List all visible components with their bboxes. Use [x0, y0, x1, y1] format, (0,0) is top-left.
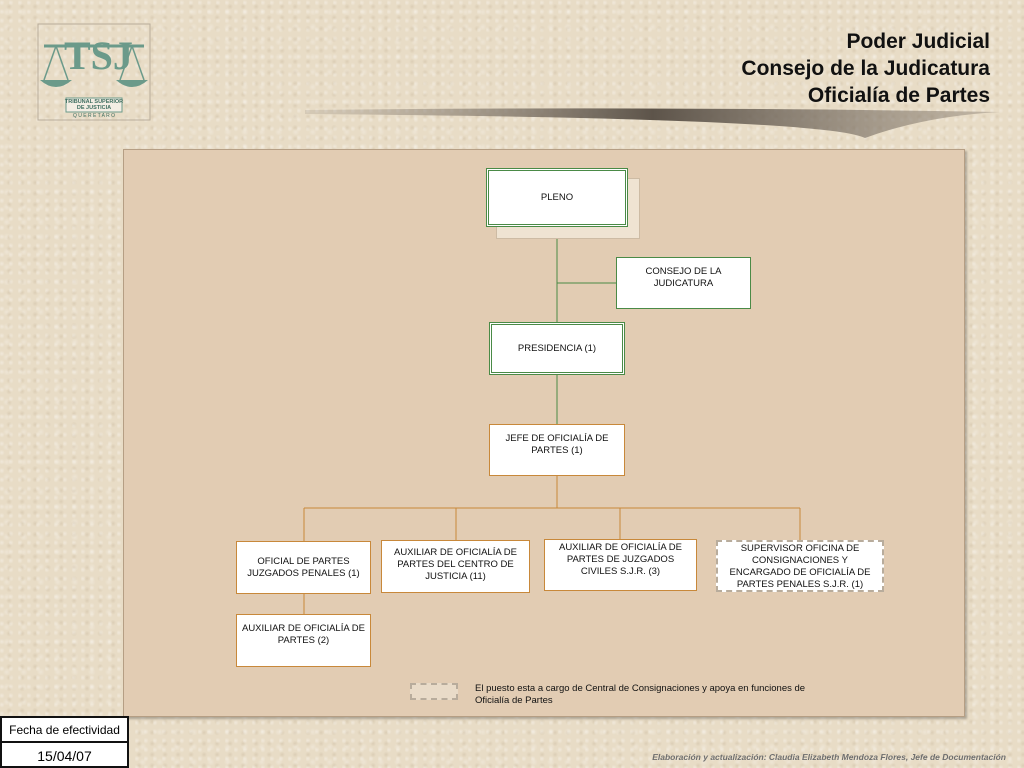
org-box-supervisor: SUPERVISOR OFICINA DE CONSIGNACIONES Y E…	[716, 540, 884, 592]
footer-credit: Elaboración y actualización: Claudia Eli…	[652, 752, 1006, 762]
org-box-jefe: JEFE DE OFICIALÍA DE PARTES (1)	[489, 424, 625, 476]
org-label-consejo: CONSEJO DE LA JUDICATURA	[645, 266, 722, 289]
logo-letters: TSJ	[64, 33, 133, 78]
logo-subtitle-1: TRIBUNAL SUPERIOR	[64, 99, 124, 105]
org-label-auxiliar-centro: AUXILIAR DE OFICIALÍA DE PARTES DEL CENT…	[393, 547, 517, 582]
org-box-presidencia: PRESIDENCIA (1)	[489, 322, 625, 375]
org-box-auxiliar-centro: AUXILIAR DE OFICIALÍA DE PARTES DEL CENT…	[381, 540, 530, 593]
org-box-oficial-penales: OFICIAL DE PARTES JUZGADOS PENALES (1)	[236, 541, 371, 594]
org-label-pleno: PLENO	[540, 191, 574, 203]
logo-state: Q U E R E T A R O	[72, 113, 116, 119]
org-box-consejo: CONSEJO DE LA JUDICATURA	[616, 257, 751, 309]
org-label-jefe: JEFE DE OFICIALÍA DE PARTES (1)	[505, 433, 609, 456]
org-label-presidencia: PRESIDENCIA (1)	[517, 342, 597, 354]
tsj-logo: TSJ TRIBUNAL SUPERIOR DE JUSTICIA Q U E …	[36, 22, 152, 122]
effective-date-box: Fecha de efectividad 15/04/07	[0, 716, 129, 768]
header-poder-judicial: Poder Judicial	[846, 30, 990, 53]
legend-text: El puesto esta a cargo de Central de Con…	[475, 683, 806, 706]
header-consejo: Consejo de la Judicatura	[741, 57, 990, 80]
org-box-pleno: PLENO	[486, 168, 628, 227]
logo-subtitle-2: DE JUSTICIA	[76, 105, 112, 111]
org-box-auxiliar-civiles: AUXILIAR DE OFICIALÍA DE PARTES DE JUZGA…	[544, 539, 697, 591]
legend-dashed-swatch	[410, 683, 458, 700]
header-oficialia: Oficialía de Partes	[807, 84, 990, 107]
org-label-auxiliar-partes: AUXILIAR DE OFICIALÍA DE PARTES (2)	[241, 623, 365, 646]
effective-date-label: Fecha de efectividad	[2, 718, 127, 743]
org-box-auxiliar-partes: AUXILIAR DE OFICIALÍA DE PARTES (2)	[236, 614, 371, 667]
effective-date-value: 15/04/07	[37, 747, 92, 764]
scales-of-justice-icon	[37, 23, 151, 121]
org-label-auxiliar-civiles: AUXILIAR DE OFICIALÍA DE PARTES DE JUZGA…	[558, 542, 682, 577]
header-swoosh	[305, 108, 1000, 138]
page-header: Poder Judicial Consejo de la Judicatura …	[741, 28, 990, 109]
org-label-oficial-penales: OFICIAL DE PARTES JUZGADOS PENALES (1)	[247, 555, 360, 579]
org-label-supervisor: SUPERVISOR OFICINA DE CONSIGNACIONES Y E…	[729, 543, 871, 590]
